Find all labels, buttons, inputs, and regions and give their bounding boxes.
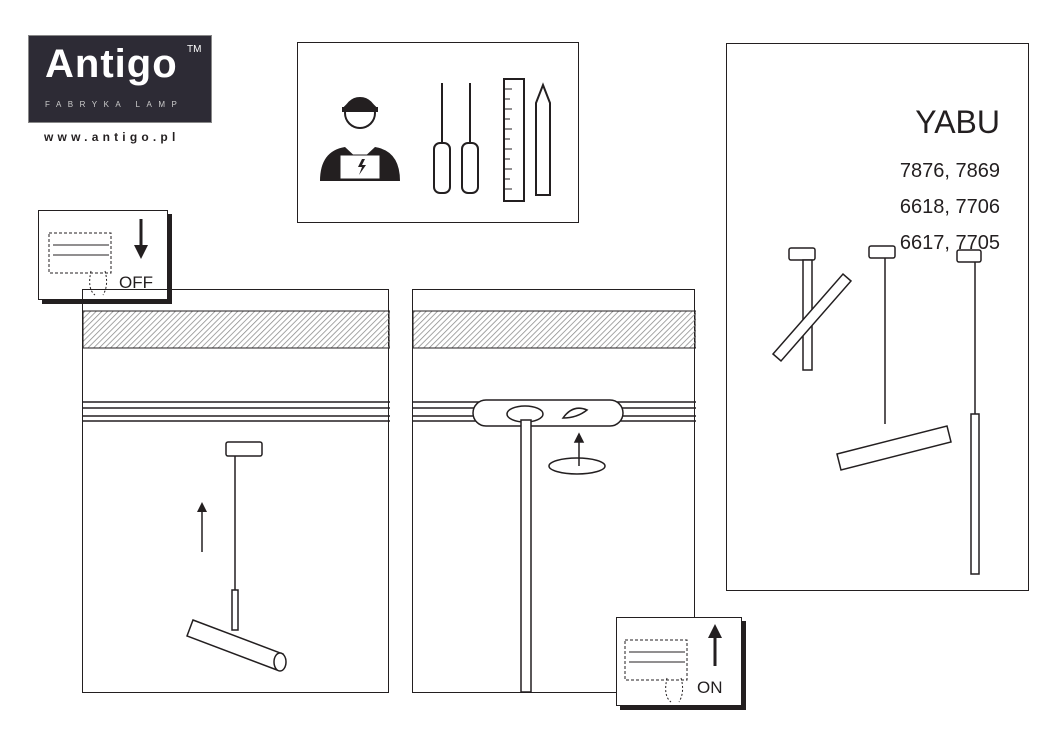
- arrow-up-icon: [197, 502, 207, 552]
- logo-subtitle: FABRYKA LAMP: [45, 100, 184, 109]
- product-panel: YABU 7876, 7869 6618, 7706 6617, 7705: [726, 43, 1029, 591]
- product-code: 6618, 7706: [899, 196, 1000, 218]
- switch-on-label: ON: [697, 678, 723, 697]
- adapter: [472, 399, 624, 693]
- brand-logo: Antigo TM FABRYKA LAMP: [28, 35, 212, 123]
- track-rail: [83, 401, 390, 422]
- pencil-icon: [535, 82, 551, 196]
- arrow-up-icon: [708, 624, 722, 666]
- product-code: 7876, 7869: [899, 160, 1000, 182]
- install-step-1: [82, 289, 390, 693]
- product-code: 6617, 7705: [899, 232, 1000, 254]
- electrician-icon: [320, 97, 400, 181]
- switch-on-box: ON: [616, 617, 742, 706]
- lamp-variant-3: [956, 249, 982, 575]
- step-1-illustration: [83, 310, 390, 672]
- tools-panel: [297, 42, 579, 223]
- screwdriver-icon: [433, 83, 451, 194]
- fuse-box-icon: [48, 232, 112, 296]
- tools-illustration: [320, 78, 551, 202]
- arrow-down-icon: [134, 219, 148, 259]
- switch-off-box: OFF: [38, 210, 168, 300]
- install-step-2: [412, 289, 696, 693]
- ruler-icon: [503, 78, 525, 202]
- lamp-variants-illustration: [771, 245, 982, 575]
- screwdriver-icon: [461, 83, 479, 194]
- step-2-illustration: [413, 310, 696, 693]
- logo-tm: TM: [187, 44, 202, 55]
- switch-off-label: OFF: [119, 273, 153, 292]
- lamp-variant-2: [836, 245, 952, 471]
- product-name: YABU: [915, 104, 1000, 140]
- lamp-variant-1: [771, 247, 853, 371]
- logo-name: Antigo: [45, 42, 178, 86]
- fuse-box-icon: [624, 639, 688, 703]
- website-url: www.antigo.pl: [44, 130, 180, 144]
- lamp: [186, 441, 287, 672]
